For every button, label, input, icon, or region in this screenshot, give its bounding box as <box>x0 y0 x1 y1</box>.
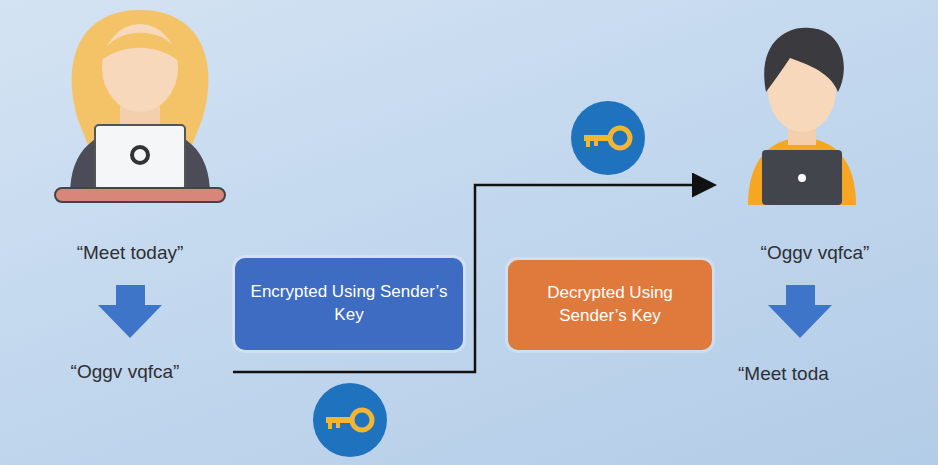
plaintext: “Meet today” <box>77 242 184 264</box>
key-icon <box>313 383 387 457</box>
receiver-figure <box>748 28 856 205</box>
down-arrow <box>98 285 162 338</box>
box-text: Decrypted Using Sender’s Key <box>522 282 698 328</box>
ciphertext: “Oggv vqfca” <box>761 242 870 264</box>
key-icon <box>571 101 645 175</box>
plaintext: “Meet toda <box>738 363 829 385</box>
transmission-line <box>233 185 712 372</box>
encrypt-box: Encrypted Using Sender’s Key <box>235 258 463 350</box>
decrypt-box: Decrypted Using Sender’s Key <box>508 260 712 350</box>
sender-figure <box>55 10 225 202</box>
box-text: Encrypted Using Sender’s Key <box>249 281 449 327</box>
ciphertext: “Oggv vqfca” <box>71 361 180 383</box>
down-arrow <box>768 285 832 338</box>
